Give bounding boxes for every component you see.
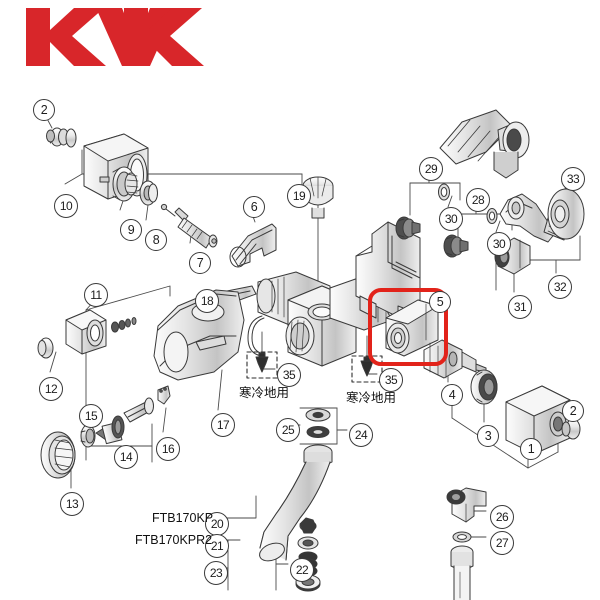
callout-25[interactable]: 25 xyxy=(276,418,300,442)
callout-15[interactable]: 15 xyxy=(79,404,103,428)
callout-7[interactable]: 7 xyxy=(189,252,211,274)
cold-region-note: 寒冷地用 xyxy=(239,385,290,400)
callout-31[interactable]: 31 xyxy=(508,295,532,319)
callout-9[interactable]: 9 xyxy=(120,219,142,241)
callout-11[interactable]: 11 xyxy=(84,283,108,307)
callout-30[interactable]: 30 xyxy=(487,232,511,256)
callout-18[interactable]: 18 xyxy=(195,289,219,313)
callout-5[interactable]: 5 xyxy=(429,291,451,313)
callout-32[interactable]: 32 xyxy=(548,275,572,299)
kvk-logo xyxy=(24,6,204,68)
callout-24[interactable]: 24 xyxy=(349,423,373,447)
callout-22[interactable]: 22 xyxy=(290,558,314,582)
callout-21[interactable]: 21 xyxy=(205,534,229,558)
callout-6[interactable]: 6 xyxy=(243,196,265,218)
callout-29[interactable]: 29 xyxy=(419,157,443,181)
callout-4[interactable]: 4 xyxy=(441,384,463,406)
callout-2[interactable]: 2 xyxy=(33,99,55,121)
callout-26[interactable]: 26 xyxy=(490,505,514,529)
callout-14[interactable]: 14 xyxy=(114,445,138,469)
callout-30[interactable]: 30 xyxy=(439,207,463,231)
callout-3[interactable]: 3 xyxy=(477,425,499,447)
callout-16[interactable]: 16 xyxy=(156,437,180,461)
callout-17[interactable]: 17 xyxy=(211,413,235,437)
callout-12[interactable]: 12 xyxy=(39,377,63,401)
callout-35[interactable]: 35 xyxy=(379,368,403,392)
callout-27[interactable]: 27 xyxy=(490,531,514,555)
callout-1[interactable]: 1 xyxy=(520,438,542,460)
cold-region-note: 寒冷地用 xyxy=(346,390,397,405)
callout-35[interactable]: 35 xyxy=(277,363,301,387)
callout-33[interactable]: 33 xyxy=(561,167,585,191)
callout-13[interactable]: 13 xyxy=(60,492,84,516)
callout-10[interactable]: 10 xyxy=(54,194,78,218)
callout-28[interactable]: 28 xyxy=(466,188,490,212)
model-number-label: FTB170KPR2 xyxy=(135,533,213,547)
callout-20[interactable]: 20 xyxy=(205,512,229,536)
callout-8[interactable]: 8 xyxy=(145,229,167,251)
callout-19[interactable]: 19 xyxy=(287,184,311,208)
model-number-label: FTB170KP xyxy=(152,511,214,525)
callout-2[interactable]: 2 xyxy=(562,400,584,422)
callout-23[interactable]: 23 xyxy=(204,561,228,585)
